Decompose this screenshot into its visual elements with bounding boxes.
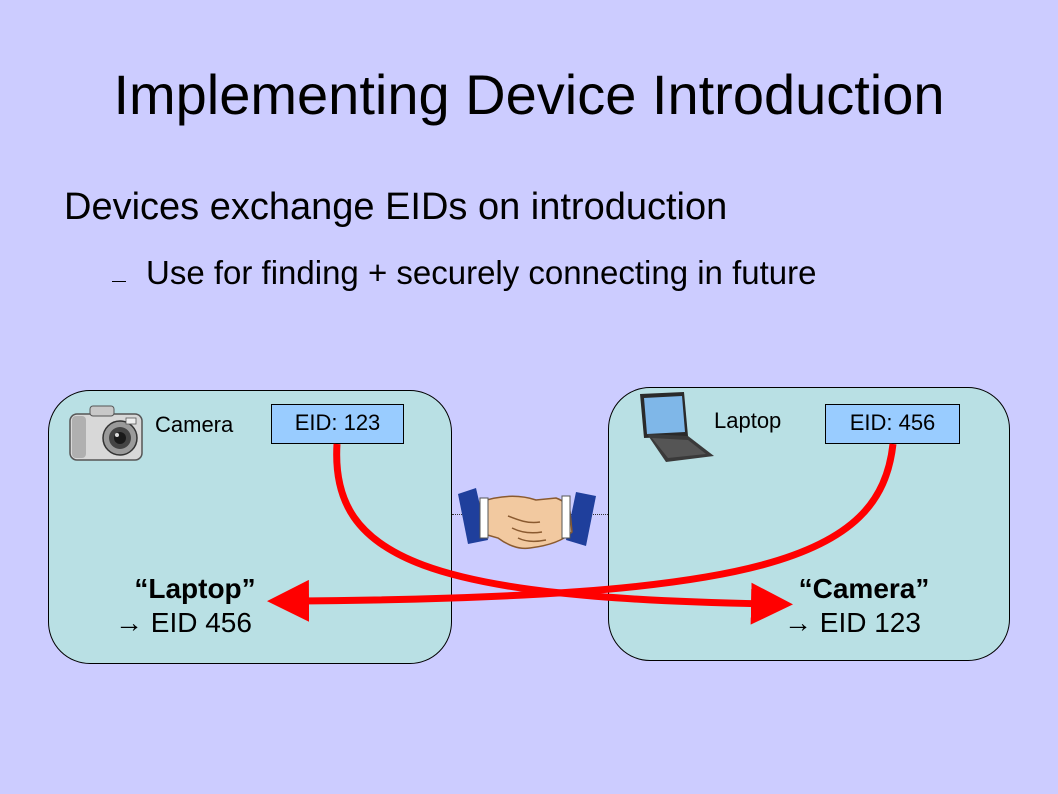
laptop-eid-box: EID: 456 — [825, 404, 960, 444]
camera-mapping: “Laptop” → EID 456 — [115, 572, 275, 640]
camera-icon — [69, 405, 143, 461]
camera-mapping-value: → EID 456 — [115, 607, 252, 638]
bullet-text: Devices exchange EIDs on introduction — [64, 186, 728, 228]
sub-bullet: Use for finding + securely connecting in… — [112, 254, 816, 292]
camera-eid-box: EID: 123 — [271, 404, 404, 444]
handshake-icon — [458, 488, 596, 550]
arrow-laptop-to-camera — [267, 443, 897, 622]
laptop-label: Laptop — [714, 408, 782, 433]
camera-label: Camera — [155, 412, 234, 437]
laptop-mapping-value: → EID 123 — [784, 607, 921, 638]
laptop-mapping-name: “Camera” — [798, 573, 930, 604]
slide-title: Implementing Device Introduction — [113, 63, 945, 126]
sub-bullet-text: Use for finding + securely connecting in… — [146, 254, 817, 291]
arrow-camera-to-laptop — [333, 443, 793, 625]
dash-bullet-icon — [112, 280, 126, 282]
laptop-icon — [640, 392, 714, 462]
laptop-mapping: “Camera” → EID 123 — [784, 572, 944, 640]
camera-mapping-name: “Laptop” — [134, 573, 256, 604]
